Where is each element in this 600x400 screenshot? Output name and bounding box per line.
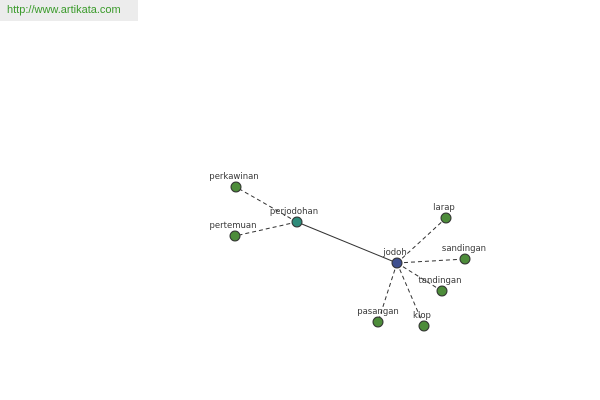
- edge-jodoh-perjodohan: [296, 221, 398, 264]
- label-layer: jodoh perjodohan perkawinan pertemuan larap s…: [209, 172, 486, 321]
- node-label-perjodohan[interactable]: perjodohan: [270, 207, 318, 217]
- node-label-klop[interactable]: klop: [413, 311, 431, 321]
- node-label-pasangan[interactable]: pasangan: [357, 307, 399, 317]
- edge-perjodohan-pertemuan: [234, 221, 298, 237]
- node-label-pertemuan[interactable]: pertemuan: [210, 221, 257, 231]
- edge-jodoh-tandingan: [396, 262, 443, 292]
- node-larap[interactable]: [440, 212, 452, 224]
- node-pertemuan[interactable]: [229, 230, 241, 242]
- edge-perjodohan-perkawinan: [235, 186, 298, 223]
- edge-jodoh-sandingan: [396, 258, 466, 264]
- edge-jodoh-klop: [396, 262, 425, 327]
- edge-jodoh-pasangan: [377, 262, 398, 323]
- node-sandingan[interactable]: [459, 253, 471, 265]
- node-klop[interactable]: [418, 320, 430, 332]
- edge-layer: [234, 186, 466, 327]
- node-perjodohan[interactable]: [291, 216, 303, 228]
- node-jodoh[interactable]: [391, 257, 403, 269]
- node-layer: [229, 181, 471, 332]
- node-perkawinan[interactable]: [230, 181, 242, 193]
- node-label-sandingan[interactable]: sandingan: [442, 244, 486, 254]
- node-label-perkawinan[interactable]: perkawinan: [209, 172, 258, 182]
- node-label-tandingan[interactable]: tandingan: [418, 276, 461, 286]
- site-url-link[interactable]: http://www.artikata.com: [0, 0, 138, 21]
- node-label-larap[interactable]: larap: [433, 203, 455, 213]
- node-tandingan[interactable]: [436, 285, 448, 297]
- node-pasangan[interactable]: [372, 316, 384, 328]
- node-label-jodoh[interactable]: jodoh: [382, 248, 407, 258]
